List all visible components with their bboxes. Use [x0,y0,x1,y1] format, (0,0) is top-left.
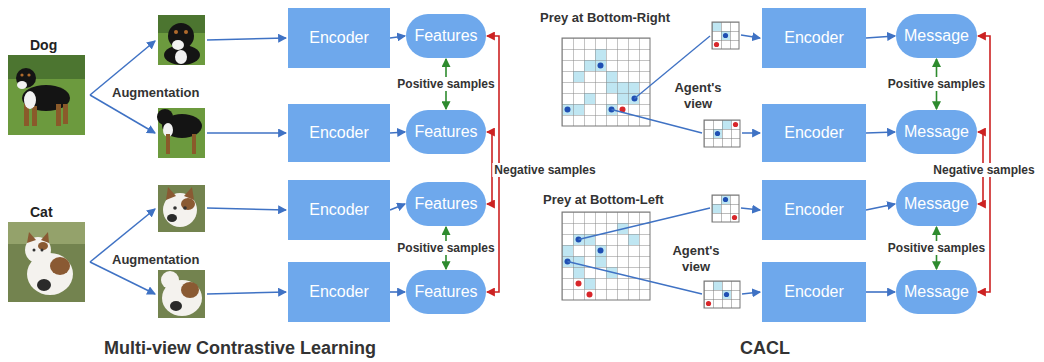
edge-label: Positive samples [395,241,496,255]
encoder-box: Encoder [762,8,866,68]
panel-title: Multi-view Contrastive Learning [104,338,376,360]
node-text: Encoder [784,283,844,301]
output-pill: Features [406,110,486,154]
edge-label: Positive samples [395,77,496,91]
output-pill: Features [406,182,486,226]
node-text: Encoder [309,283,369,301]
encoder-box: Encoder [762,180,866,240]
node-text: Encoder [309,29,369,47]
encoder-box: Encoder [762,262,866,322]
annotation-label: Prey at Bottom-Left [543,192,664,208]
encoder-box: Encoder [288,262,390,322]
output-pill: Features [406,270,486,314]
edge-label: Positive samples [886,241,987,255]
encoder-box: Encoder [288,104,390,162]
flow-arrow [866,291,895,293]
flow-arrow [390,204,405,210]
annotation-label: Augmentation [112,252,199,268]
output-pill: Message [896,110,977,154]
annotation-label: Augmentation [112,85,199,101]
output-pill: Message [896,270,977,314]
annotation-label: Agent's view [662,80,734,111]
node-text: Features [414,195,477,213]
flow-arrow [390,132,405,133]
output-pill: Message [896,182,977,226]
encoder-box: Encoder [288,180,390,240]
node-text: Features [414,27,477,45]
flow-arrow [866,36,895,38]
node-text: Encoder [784,124,844,142]
node-text: Features [414,123,477,141]
node-text: Encoder [309,201,369,219]
annotation-label: Cat [30,204,53,221]
annotation-label: Agent's view [660,243,732,274]
node-text: Encoder [784,29,844,47]
node-text: Message [904,123,969,141]
node-text: Message [904,195,969,213]
flow-arrow [390,36,405,38]
annotation-label: Dog [30,37,57,54]
negative-arrow [487,132,492,204]
edge-label: Positive samples [886,77,987,91]
edge-label: Negative samples [492,163,597,177]
output-pill: Features [406,14,486,58]
flow-arrow [390,291,405,293]
node-text: Encoder [309,124,369,142]
annotation-label: Prey at Bottom-Right [540,10,670,26]
flow-arrow [866,132,895,133]
node-text: Message [904,283,969,301]
node-text: Features [414,283,477,301]
output-pill: Message [896,14,977,58]
flow-arrow [866,204,895,210]
encoder-box: Encoder [288,8,390,68]
edge-label: Negative samples [931,163,1036,177]
panel-title: CACL [740,338,790,360]
encoder-box: Encoder [762,104,866,162]
node-text: Encoder [784,201,844,219]
node-text: Message [904,27,969,45]
